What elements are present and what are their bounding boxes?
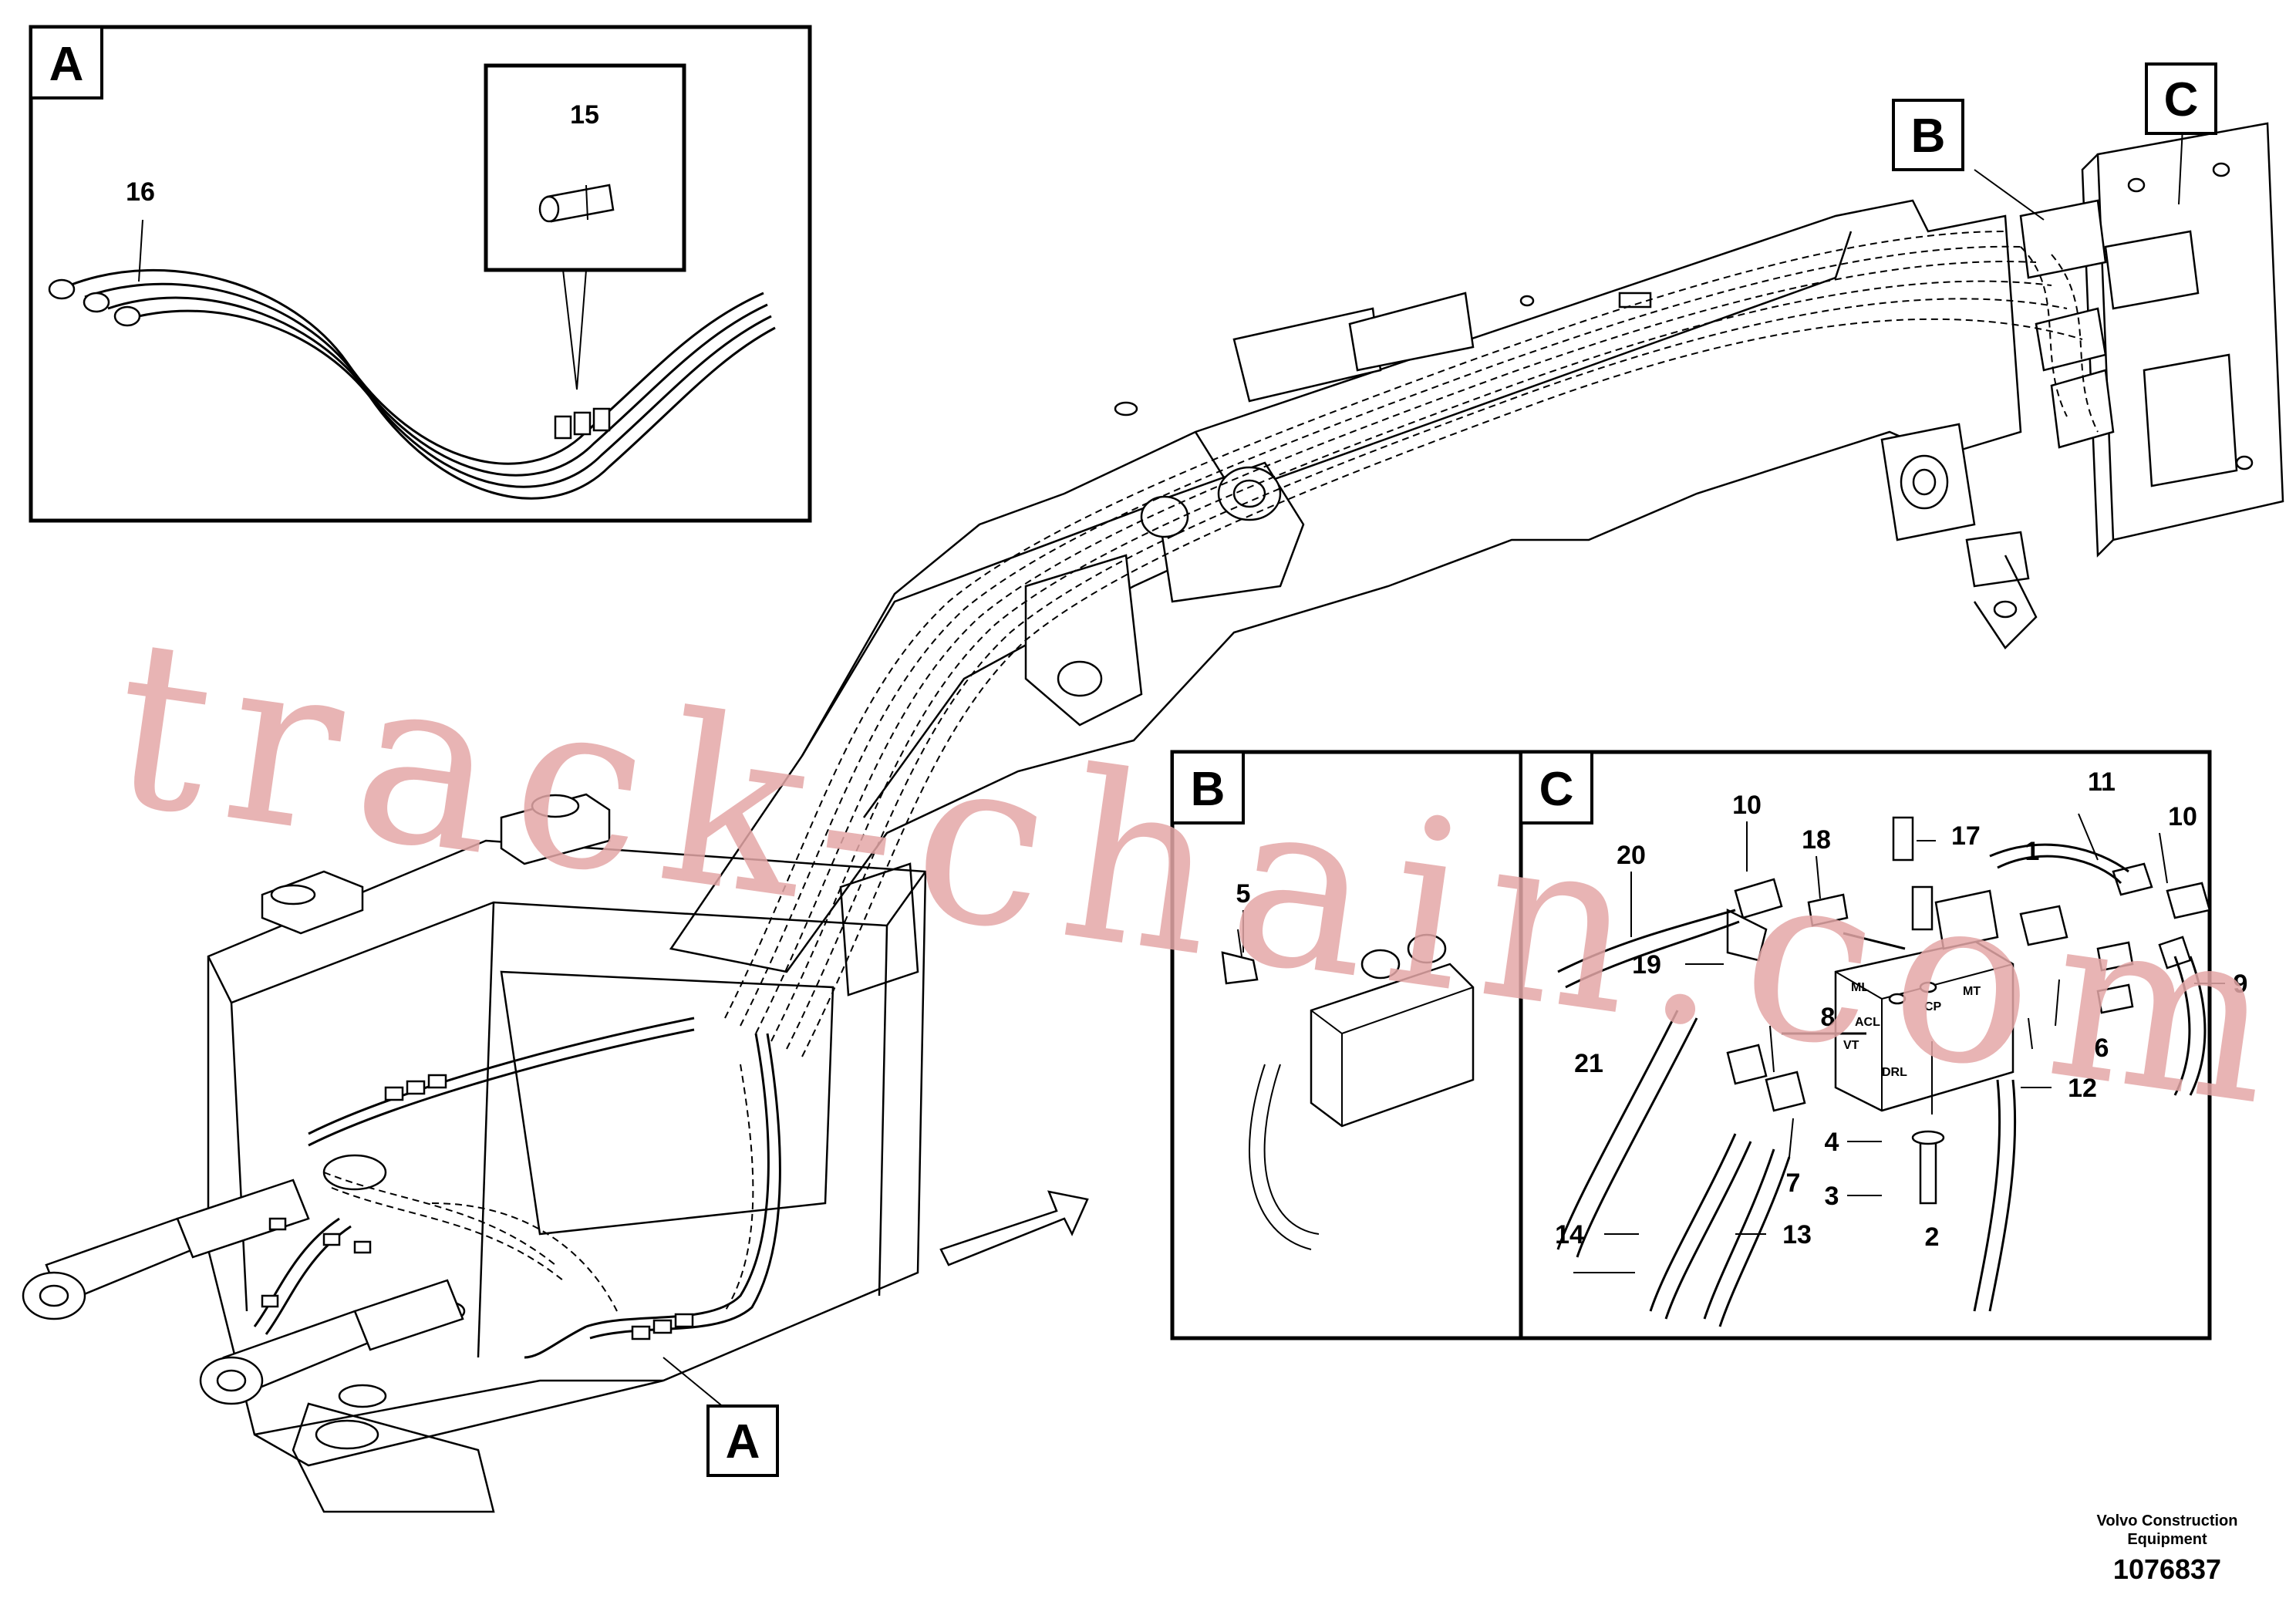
callout-19: 19 — [1632, 950, 1661, 980]
callout-16: 16 — [126, 177, 155, 207]
tag-c-letter: C — [2164, 73, 2199, 126]
view-c-letter: C — [1539, 763, 1574, 816]
callout-1: 1 — [2025, 837, 2040, 866]
callout-6: 6 — [2095, 1034, 2109, 1063]
callout-15: 15 — [570, 100, 599, 130]
brand-line-2: Equipment — [2127, 1531, 2207, 1548]
port-ml: ML — [1851, 981, 1869, 994]
tag-b-letter: B — [1911, 110, 1946, 163]
callout-20: 20 — [1617, 841, 1646, 870]
main-assembly — [22, 122, 2284, 1513]
callout-8: 8 — [1821, 1003, 1836, 1032]
callout-11: 11 — [2088, 767, 2116, 797]
callout-21: 21 — [1574, 1049, 1603, 1078]
callout-17: 17 — [1951, 821, 1981, 851]
callout-10b: 10 — [2168, 802, 2197, 831]
port-acl: ACL — [1855, 1016, 1880, 1029]
view-bc-inset: B C — [1170, 750, 2248, 1340]
callout-13: 13 — [1782, 1220, 1812, 1249]
view-a-letter: A — [49, 38, 84, 91]
port-mt: MT — [1963, 985, 1981, 998]
port-vt: VT — [1843, 1039, 1859, 1052]
callout-2: 2 — [1925, 1222, 1940, 1252]
location-tags: B C A — [706, 62, 2217, 1477]
callout-12: 12 — [2068, 1074, 2097, 1103]
callout-5: 5 — [1236, 879, 1251, 909]
callout-10a: 10 — [1732, 791, 1762, 820]
callout-3: 3 — [1825, 1182, 1839, 1211]
port-drl: DRL — [1882, 1066, 1907, 1079]
part-number: 1076837 — [2113, 1553, 2221, 1585]
view-b-letter: B — [1191, 763, 1226, 816]
tag-a-letter: A — [726, 1415, 760, 1469]
view-a-inset: A 16 15 — [29, 25, 812, 523]
port-cp: CP — [1924, 1000, 1942, 1013]
brand-line-1: Volvo Construction — [2097, 1512, 2238, 1529]
callout-9: 9 — [2234, 969, 2248, 999]
callout-7: 7 — [1786, 1168, 1801, 1198]
callout-14: 14 — [1555, 1220, 1584, 1249]
callout-18: 18 — [1802, 825, 1831, 855]
callout-4: 4 — [1825, 1128, 1839, 1157]
footer: Volvo Construction Equipment 1076837 — [2097, 1512, 2238, 1585]
